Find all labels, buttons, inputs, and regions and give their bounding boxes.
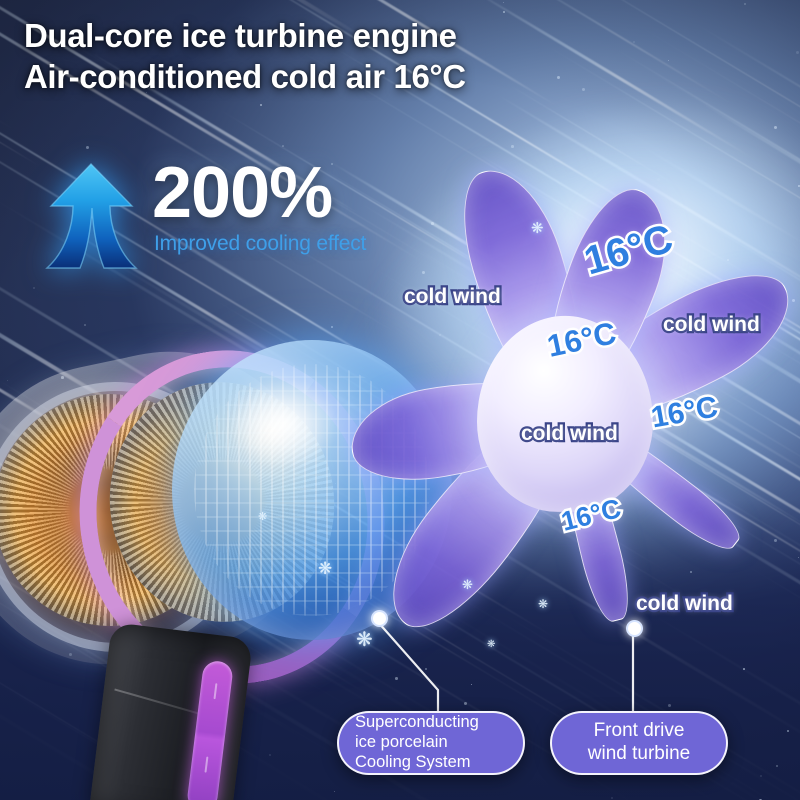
up-arrow-icon (44, 160, 139, 270)
headline-line-1: Dual-core ice turbine engine (24, 16, 724, 57)
callout-marker-cooling-system (371, 610, 388, 627)
cold-wind-label: cold wind (636, 592, 733, 616)
callout-line: Cooling System (355, 753, 479, 773)
improvement-percent: 200% (152, 152, 332, 234)
callout-wind-turbine[interactable]: Front drive wind turbine (550, 711, 728, 775)
callout-line: ice porcelain (355, 733, 479, 753)
callout-line: Superconducting (355, 713, 479, 733)
callout-line: wind turbine (588, 743, 690, 766)
cold-wind-label: cold wind (663, 313, 760, 337)
improvement-caption: Improved cooling effect (154, 232, 366, 256)
handle-control-button[interactable] (186, 660, 234, 800)
callout-line: Front drive (588, 720, 690, 743)
callout-marker-wind-turbine (626, 620, 643, 637)
cold-wind-label: cold wind (521, 422, 618, 446)
cold-wind-label: cold wind (404, 285, 501, 309)
page-title: Dual-core ice turbine engine Air-conditi… (24, 16, 724, 98)
dryer-handle (89, 622, 253, 800)
headline-line-2: Air-conditioned cold air 16°C (24, 57, 724, 98)
callout-cooling-system[interactable]: Superconducting ice porcelain Cooling Sy… (337, 711, 525, 775)
cooling-improvement-badge: 200% Improved cooling effect (44, 160, 374, 270)
